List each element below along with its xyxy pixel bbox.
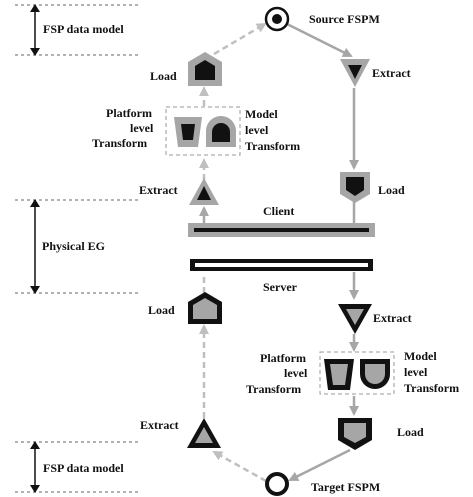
target-label: Target FSPM — [311, 480, 380, 494]
upper-extract-right-label: Extract — [372, 66, 411, 80]
platform-top-line3: Transform — [92, 136, 147, 150]
platform-top-line2: level — [130, 121, 154, 135]
model-bottom-line3: Transform — [404, 381, 459, 395]
platform-bottom-line1: Platform — [260, 351, 306, 365]
client-label: Client — [263, 204, 294, 218]
model-top-line3: Transform — [245, 139, 300, 153]
model-transform-icon — [206, 116, 236, 147]
platform-bottom-line2: level — [284, 366, 308, 380]
lower-load-right-label: Load — [397, 425, 424, 439]
lower-extract-left-icon — [187, 418, 221, 448]
fsp-top-label: FSP data model — [43, 22, 124, 36]
source-node-icon — [264, 6, 290, 32]
model-top-line1: Model — [245, 107, 278, 121]
source-label: Source FSPM — [309, 12, 380, 26]
lower-extract-right-icon — [338, 304, 372, 334]
target-node-icon — [265, 472, 289, 496]
upper-extract-right-icon — [340, 59, 370, 87]
upper-load-left-icon — [188, 52, 222, 86]
upper-extract-left-icon — [189, 178, 219, 205]
connectors — [199, 22, 359, 483]
model-top-line2: level — [245, 123, 269, 137]
lower-transform-group — [319, 351, 395, 395]
fsp-top-bracket — [15, 4, 140, 56]
physical-eg-label: Physical EG — [42, 239, 105, 253]
lower-load-left-icon — [188, 292, 222, 324]
fsp-bottom-label: FSP data model — [43, 461, 124, 475]
model-transform-bottom-icon — [360, 359, 390, 389]
physical-eg-bracket — [15, 199, 140, 294]
upper-load-left-label: Load — [150, 69, 177, 83]
server-bar — [190, 259, 373, 271]
upper-transform-group — [165, 106, 241, 156]
upper-extract-left-label: Extract — [139, 183, 178, 197]
fsp-bottom-bracket — [15, 441, 140, 493]
server-label: Server — [263, 280, 298, 294]
platform-bottom-line3: Transform — [246, 382, 301, 396]
upper-load-right-icon — [340, 172, 370, 203]
platform-top-line1: Platform — [106, 106, 152, 120]
upper-load-right-label: Load — [378, 183, 405, 197]
lower-extract-left-label: Extract — [140, 418, 179, 432]
client-bar — [188, 223, 375, 237]
lower-load-right-icon — [338, 418, 372, 450]
platform-transform-bottom-icon — [324, 359, 354, 390]
model-bottom-line1: Model — [404, 349, 437, 363]
lower-extract-right-label: Extract — [373, 311, 412, 325]
model-bottom-line2: level — [404, 365, 428, 379]
lower-load-left-label: Load — [148, 303, 175, 317]
